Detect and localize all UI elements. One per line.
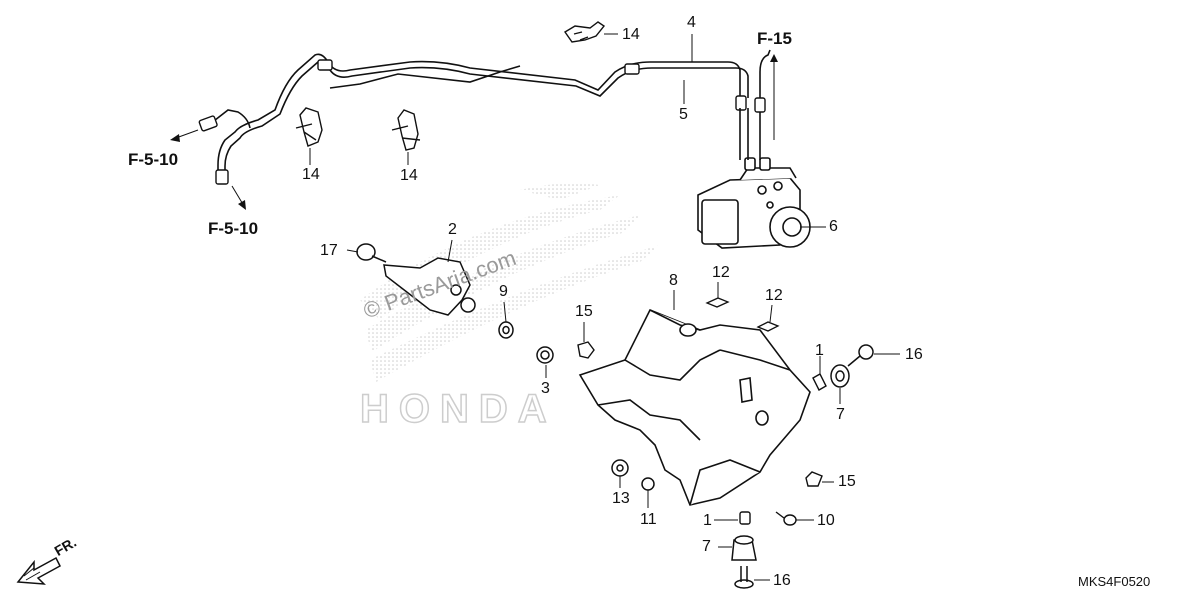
callout-16-right: 16: [905, 346, 923, 363]
pipe-nut: [754, 97, 766, 113]
callout-9: 9: [499, 283, 508, 300]
callout-13: 13: [612, 490, 630, 507]
pipe-clamp-14-top: [563, 21, 606, 43]
callout-8: 8: [669, 272, 678, 289]
callout-14-mid: 14: [400, 167, 418, 184]
grommet-7-right: [830, 364, 850, 388]
background-wing-logo: HONDA: [359, 183, 660, 432]
pipe-fittings: [198, 59, 766, 185]
callout-10: 10: [817, 512, 835, 529]
callout-6: 6: [829, 218, 838, 235]
callout-17: 17: [320, 242, 338, 259]
pipe-clamp-14-mid: [391, 109, 421, 151]
ref-label-f510-a: F-5-10: [128, 150, 179, 169]
callout-15-left: 15: [575, 303, 593, 320]
callout-2: 2: [448, 221, 457, 238]
pad-12-a: [705, 297, 730, 308]
screw-10: [775, 511, 797, 526]
bolt-16-bottom: [734, 566, 754, 589]
callout-5: 5: [679, 106, 688, 123]
clip-15-left: [577, 341, 595, 359]
leader-lines: [175, 33, 900, 581]
callout-4: 4: [687, 14, 696, 31]
callout-7-right: 7: [836, 406, 845, 423]
callout-12-b: 12: [765, 287, 783, 304]
nut-11: [641, 477, 655, 491]
ref-label-f510-b: F-5-10: [208, 219, 259, 238]
bolt-16-right: [847, 344, 874, 367]
callout-11: 11: [640, 511, 657, 528]
pipe-joint: [317, 59, 333, 71]
pipe-nut: [735, 95, 747, 111]
ref-label-f15: F-15: [757, 29, 792, 48]
callout-1-bottom: 1: [703, 512, 712, 529]
front-direction-arrow: [16, 556, 61, 585]
pipe-nut: [198, 115, 218, 132]
collar-1-right: [812, 373, 827, 391]
pad-12-b: [756, 321, 780, 332]
collar-1-bottom: [739, 511, 751, 525]
washer-13: [611, 459, 629, 477]
reference-arrows: [170, 54, 778, 210]
bolt-17: [356, 243, 387, 263]
abs-tray-8: [578, 308, 811, 506]
grommet-7-bottom: [731, 535, 757, 561]
pipe-nut: [215, 169, 229, 185]
pipe-joint: [624, 63, 640, 75]
callout-16-bottom: 16: [773, 572, 791, 589]
callout-3: 3: [541, 380, 550, 397]
callout-14-top: 14: [622, 26, 640, 43]
washer-9: [498, 321, 514, 339]
pipe-clamp-14-left: [295, 107, 323, 147]
abs-sensor-bracket: [383, 257, 476, 316]
callout-1-right: 1: [815, 342, 824, 359]
abs-modulator-unit: [697, 108, 811, 249]
honda-logo-text: HONDA: [360, 387, 557, 431]
collar-3: [536, 346, 554, 364]
callout-12-a: 12: [712, 264, 730, 281]
callout-14-left: 14: [302, 166, 320, 183]
callout-15-right: 15: [838, 473, 856, 490]
diagram-code: MKS4F0520: [1078, 574, 1151, 589]
callout-7-bottom: 7: [702, 538, 711, 555]
clip-15-right: [805, 471, 823, 487]
